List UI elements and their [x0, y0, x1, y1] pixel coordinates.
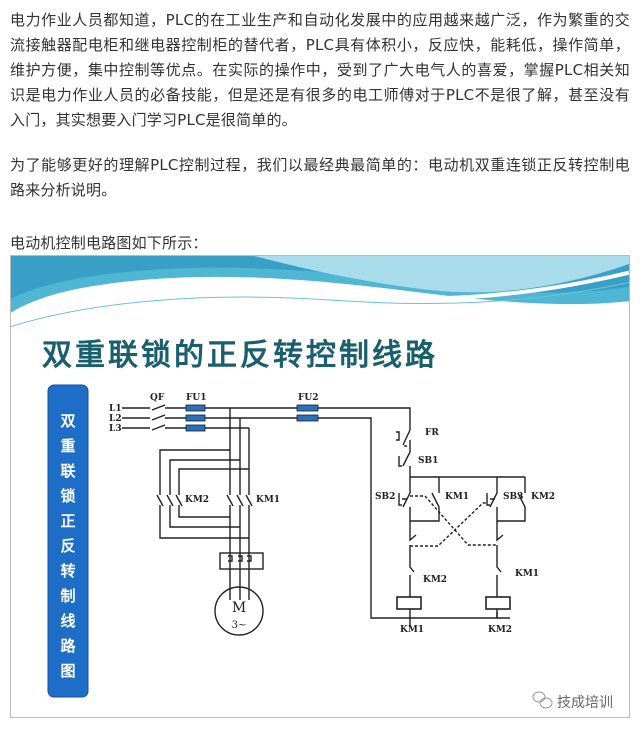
label-km2-main: KM2	[185, 495, 209, 505]
label-km2-aux: KM2	[531, 492, 555, 502]
motor-label: M	[232, 600, 246, 616]
intro-paragraph: 电力作业人员都知道，PLC的在工业生产和自动化发展中的应用越来越广泛，作为繁重的…	[10, 11, 630, 129]
fuses	[185, 404, 319, 432]
label-km1-main: KM1	[256, 495, 280, 505]
label-sb1: SB1	[418, 456, 438, 466]
banner-char: 锁	[60, 487, 75, 505]
label-km2-nc: KM2	[423, 575, 447, 585]
label-sb3: SB3	[503, 492, 523, 502]
circuit-diagram-image: 双重联锁的正反转控制线路 双 重 联 锁 正 反 转 制 线 路 图	[10, 255, 630, 718]
label-fr: FR	[425, 428, 439, 438]
label-km1-nc: KM1	[515, 569, 539, 579]
header-wave-decoration	[11, 256, 629, 328]
label-qf: QF	[150, 393, 165, 403]
figure-caption: 电动机控制电路图如下所示：	[10, 234, 208, 252]
circuit-wiring	[122, 404, 526, 636]
label-fu1: FU1	[186, 393, 207, 403]
banner-char: 联	[60, 462, 76, 480]
label-fu2: FU2	[298, 393, 319, 403]
banner-char: 线	[60, 612, 75, 630]
banner-char: 转	[60, 562, 75, 580]
wechat-icon	[532, 691, 553, 709]
label-l1: L1	[109, 404, 122, 414]
label-km1-aux: KM1	[445, 492, 469, 502]
banner-char: 重	[60, 437, 75, 455]
side-banner	[47, 384, 89, 698]
motor-phase-label: 3~	[232, 620, 247, 631]
banner-char: 路	[60, 637, 76, 655]
label-coil-km2: KM2	[488, 625, 512, 635]
diagram-title: 双重联锁的正反转控制线路	[42, 338, 438, 373]
banner-char: 双	[60, 412, 75, 430]
banner-char: 制	[60, 587, 75, 605]
label-l3: L3	[109, 424, 122, 434]
banner-char: 正	[60, 512, 75, 530]
banner-char: 图	[60, 662, 75, 680]
label-l2: L2	[109, 414, 122, 424]
label-sb2: SB2	[375, 492, 395, 502]
label-coil-km1: KM1	[400, 625, 424, 635]
watermark-text: 技成培训	[557, 695, 613, 711]
banner-char: 反	[60, 537, 75, 555]
purpose-paragraph: 为了能够更好的理解PLC控制过程，我们以最经典最简单的：电动机双重连锁正反转控制…	[10, 156, 630, 199]
